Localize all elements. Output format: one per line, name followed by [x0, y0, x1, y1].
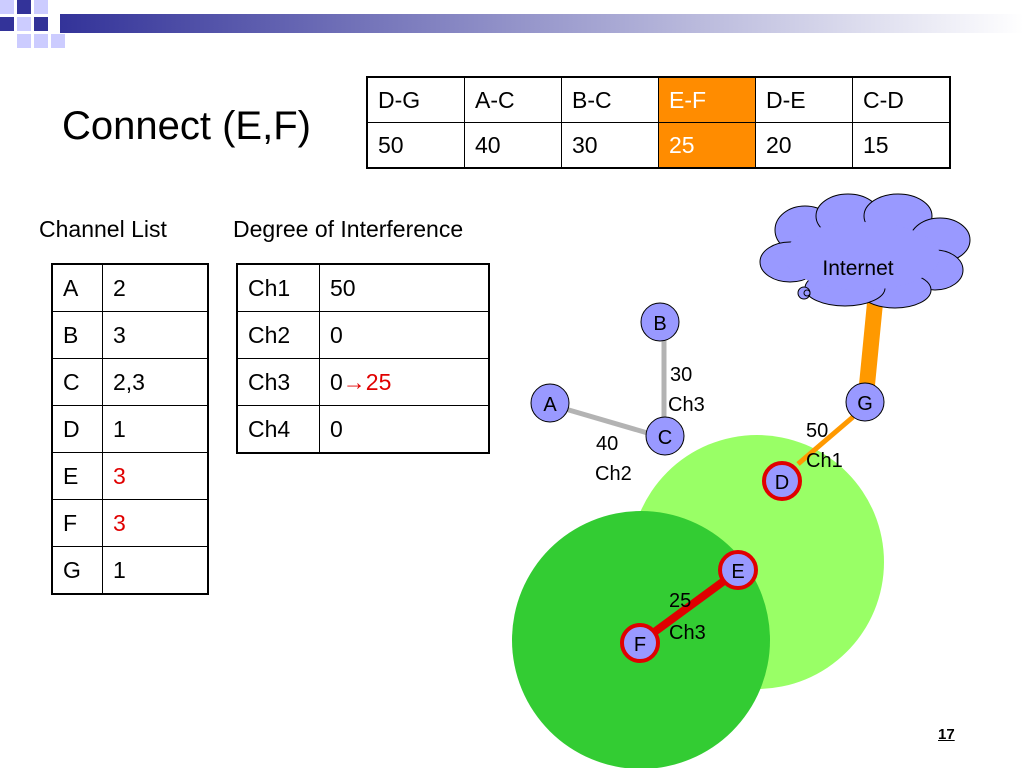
- edge-a-c: [561, 405, 652, 437]
- corner-square: [34, 0, 48, 14]
- slide-title: Connect (E,F): [62, 104, 311, 148]
- internet-cloud-icon: [759, 193, 971, 309]
- page-number: 17: [938, 726, 955, 743]
- edge-e-f: [646, 574, 731, 640]
- interference-value-cell: 0: [319, 405, 490, 454]
- edge-header-cell: B-C: [561, 76, 659, 123]
- corner-square: [17, 0, 31, 14]
- node-c-label: C: [658, 427, 672, 449]
- table-row: C 2,3: [51, 358, 209, 406]
- corner-square: [17, 17, 31, 31]
- edge-value-row: 50 40 30 25 20 15: [366, 122, 951, 169]
- node-g: G: [845, 382, 885, 422]
- node-a: A: [530, 383, 570, 423]
- channel-cell: 2,3: [102, 358, 209, 406]
- channel-name-cell: Ch3: [236, 358, 320, 406]
- interference-value-cell: 0→25: [319, 358, 490, 406]
- edge-value-cell: 20: [755, 122, 853, 169]
- edge-header-cell-highlighted: E-F: [658, 76, 756, 123]
- edge-label-ef-weight: 25: [669, 590, 691, 612]
- corner-square: [51, 34, 65, 48]
- corner-square: [17, 34, 31, 48]
- channel-name-cell: Ch1: [236, 263, 320, 312]
- edge-value-cell: 50: [366, 122, 465, 169]
- table-row: Ch4 0: [236, 405, 490, 454]
- channel-name-cell: Ch4: [236, 405, 320, 454]
- node-cell: E: [51, 452, 103, 500]
- edge-label-ac-weight: 40: [596, 433, 618, 455]
- header-gradient-bar: [60, 14, 1024, 33]
- interference-label: Degree of Interference: [233, 216, 464, 242]
- interference-value-cell: 50: [319, 263, 490, 312]
- corner-square: [0, 0, 14, 14]
- node-d-label: D: [775, 472, 789, 494]
- node-f: F: [620, 623, 660, 663]
- arrow-right-icon: →: [342, 368, 366, 395]
- edge-weight-table: D-G A-C B-C E-F D-E C-D 50 40 30 25 20 1…: [366, 76, 951, 169]
- interference-table: Ch1 50 Ch2 0 Ch3 0→25 Ch4 0: [236, 263, 490, 454]
- corner-square: [0, 17, 14, 31]
- channel-cell: 1: [102, 405, 209, 453]
- channel-cell: 2: [102, 263, 209, 312]
- internet-label: Internet: [822, 257, 893, 280]
- new-value: 25: [365, 368, 392, 395]
- edge-value-cell-highlighted: 25: [658, 122, 756, 169]
- edge-label-bc-channel: Ch3: [668, 394, 705, 416]
- channel-cell-updated: 3: [102, 499, 209, 547]
- channel-name-cell: Ch2: [236, 311, 320, 359]
- node-g-label: G: [857, 393, 873, 415]
- node-c: C: [645, 416, 685, 456]
- node-f-label: F: [634, 634, 646, 656]
- node-a-label: A: [543, 394, 557, 416]
- channel-list-table: A 2 B 3 C 2,3 D 1 E 3 F 3 G 1: [51, 263, 209, 595]
- edge-value-cell: 40: [464, 122, 562, 169]
- node-d: D: [762, 461, 802, 501]
- edge-d-g: [796, 415, 855, 466]
- uplink-g-internet: [858, 302, 883, 396]
- node-b: B: [640, 302, 680, 342]
- edge-label-bc-weight: 30: [670, 364, 692, 386]
- corner-square: [34, 34, 48, 48]
- edge-label-dg-weight: 50: [806, 420, 828, 442]
- table-row: F 3: [51, 499, 209, 547]
- edge-header-cell: C-D: [852, 76, 951, 123]
- corner-square: [34, 17, 48, 31]
- edge-header-row: D-G A-C B-C E-F D-E C-D: [366, 76, 951, 123]
- corner-decoration: [0, 0, 1024, 48]
- edge-label-ac-channel: Ch2: [595, 463, 632, 485]
- edge-header-cell: A-C: [464, 76, 562, 123]
- edge-label-ef-channel: Ch3: [669, 622, 706, 644]
- edge-header-cell: D-E: [755, 76, 853, 123]
- node-cell: D: [51, 405, 103, 453]
- node-cell: G: [51, 546, 103, 595]
- node-b-label: B: [653, 313, 666, 335]
- table-row: Ch1 50: [236, 263, 490, 312]
- node-e-label: E: [731, 561, 744, 583]
- old-value: 0: [330, 368, 343, 395]
- table-row: D 1: [51, 405, 209, 453]
- table-row: E 3: [51, 452, 209, 500]
- table-row: Ch2 0: [236, 311, 490, 359]
- edge-label-dg-channel: Ch1: [806, 450, 843, 472]
- channel-cell: 1: [102, 546, 209, 595]
- edge-value-cell: 30: [561, 122, 659, 169]
- table-row: G 1: [51, 546, 209, 595]
- node-e: E: [718, 550, 758, 590]
- channel-list-label: Channel List: [39, 216, 167, 242]
- table-row: Ch3 0→25: [236, 358, 490, 406]
- edge-value-cell: 15: [852, 122, 951, 169]
